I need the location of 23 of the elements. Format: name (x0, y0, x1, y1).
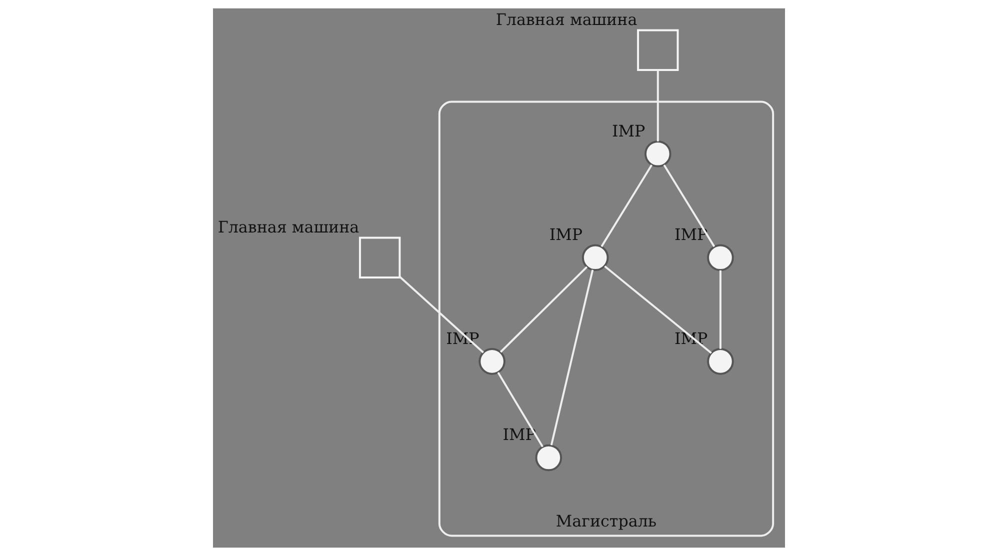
node-circle (707, 244, 734, 272)
node-label: IMP (549, 225, 583, 244)
node-box (358, 236, 401, 278)
node-label: Главная машина (496, 10, 638, 30)
node-circle (707, 348, 734, 375)
node-label: IMP (612, 121, 646, 140)
connector (550, 270, 594, 446)
node-box (637, 29, 679, 71)
node-label: IMP (502, 425, 536, 444)
node-circle (644, 140, 672, 168)
node-circle (478, 348, 506, 375)
node-label: IMP (674, 225, 708, 244)
connector (399, 276, 484, 354)
node-label: Главная машина (218, 218, 360, 237)
node-circle (582, 244, 609, 272)
connector (663, 164, 716, 248)
connector (497, 372, 544, 448)
connector (656, 70, 659, 142)
connector (719, 270, 722, 349)
connector (500, 266, 588, 353)
node-circle (535, 444, 562, 472)
connector (600, 164, 652, 248)
connector (604, 266, 712, 354)
